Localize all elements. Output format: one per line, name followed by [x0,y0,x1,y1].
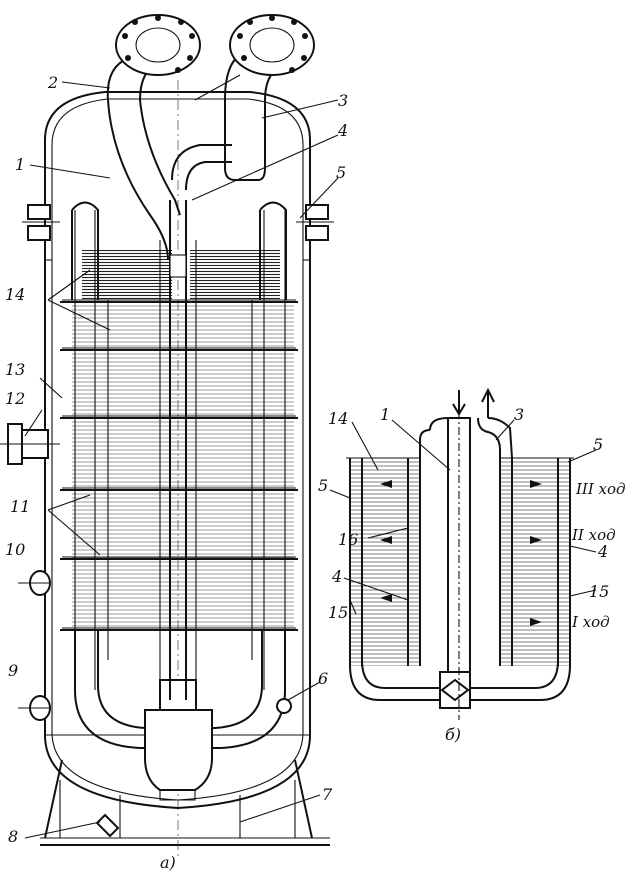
labels-b: 14 1 3 5 5 16 4 4 15 15 III ход II ход I… [318,405,626,744]
label-a-13: 13 [5,360,25,379]
nozzle-12 [0,423,60,465]
pass-III-label: III ход [575,480,626,498]
inlet-pipe-2 [106,14,201,261]
labels-a: 1 2 3 4 5 6 7 8 9 10 11 12 13 14 а) [5,73,348,872]
label-a-3: 3 [338,91,348,110]
label-a-6: 6 [318,669,328,688]
central-pipes [169,144,232,700]
cover-flanges [22,204,334,241]
label-b-4-right: 4 [597,542,608,561]
label-a-10: 10 [5,540,25,559]
drain-8 [95,813,120,838]
label-b-1: 1 [380,405,390,424]
nozzle-6 [276,698,292,714]
leaders-b [329,419,597,615]
support-frame [40,759,330,846]
caption-a: а) [160,853,176,872]
tube-bundle [60,201,298,720]
outlet-pipe-3 [194,14,315,181]
label-b-3: 3 [514,405,524,424]
label-a-4: 4 [337,121,348,140]
label-b-16: 16 [338,530,358,549]
label-a-12: 12 [5,389,25,408]
view-b: 14 1 3 5 5 16 4 4 15 15 III ход II ход I… [318,387,626,744]
label-a-11: 11 [10,497,30,516]
label-a-7: 7 [322,785,333,804]
pass-II-label: II ход [571,526,616,544]
label-b-4-left: 4 [331,567,342,586]
label-a-2: 2 [47,73,58,92]
label-b-14: 14 [328,409,348,428]
label-b-15-right: 15 [589,582,609,601]
label-a-1: 1 [15,155,25,174]
caption-b: б) [445,725,461,744]
label-a-5: 5 [336,163,346,182]
nozzle-10 [18,570,51,596]
label-a-9: 9 [8,661,18,680]
label-b-5-left: 5 [318,476,328,495]
u-bend-tubes [74,630,286,801]
label-b-15-left: 15 [328,603,348,622]
nozzle-9 [18,695,51,721]
pass-I-label: I ход [571,613,610,631]
scheme-arrows [380,480,542,626]
label-b-5-right: 5 [593,435,603,454]
scheme-outlet [419,387,513,459]
view-a: 1 2 3 4 5 6 7 8 9 10 11 12 13 14 а) [0,14,348,872]
scheme-u-loops [349,600,571,709]
scheme-center-pipe [447,390,471,720]
label-a-14: 14 [5,285,25,304]
leaders-a [24,81,339,839]
label-a-8: 8 [8,827,18,846]
